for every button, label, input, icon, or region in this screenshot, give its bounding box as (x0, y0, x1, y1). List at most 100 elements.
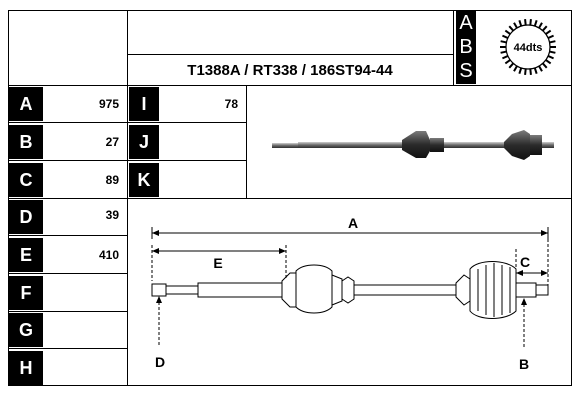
row-label-i: I (129, 87, 159, 121)
tone-ring-tooth (541, 25, 548, 32)
row-label-j-text: J (138, 131, 149, 152)
tone-ring-tooth (500, 50, 507, 54)
dimension-a-label: A (348, 215, 358, 231)
tone-ring-tooth (524, 68, 527, 75)
drive-shaft-outline (151, 261, 549, 319)
row-rule-3 (8, 198, 572, 199)
dimension-c-arrow-left (516, 270, 523, 276)
tone-ring-tooth (500, 40, 507, 44)
teeth-count-label: 44dts (514, 42, 543, 54)
header-divider-abs (453, 10, 454, 85)
photo-inner-boot (402, 131, 430, 158)
row-value-d: 39 (105, 208, 119, 222)
row-rule-4 (8, 235, 128, 236)
tone-ring-tooth (547, 55, 554, 60)
diagram-outer-clamp (455, 274, 471, 306)
header-title-rule (127, 54, 453, 55)
row-label-h: H (9, 351, 43, 385)
tone-ring-tooth (533, 67, 538, 74)
row-value-i: 78 (224, 97, 238, 111)
dimension-d-label: D (155, 354, 165, 370)
tone-ring-tooth (533, 20, 538, 27)
dimension-e-arrow-right (279, 248, 286, 254)
abs-letter-a-text: A (459, 11, 473, 34)
header-divider-left (127, 10, 128, 85)
dimension-d-arrow (156, 296, 162, 303)
photo-outer-boot (504, 130, 530, 160)
row-label-h-text: H (19, 357, 33, 378)
abs-letter-s-text: S (459, 60, 473, 82)
abs-letter-b-text: B (459, 35, 473, 58)
dimension-c-label: C (520, 254, 530, 270)
dimension-a-arrow-right (541, 230, 548, 236)
row-label-d: D (9, 200, 43, 234)
tone-ring-tooth (549, 40, 556, 44)
diagram-inner-boot-tail (331, 274, 343, 306)
tone-ring-teeth (500, 19, 556, 75)
tone-ring-tooth (529, 68, 532, 75)
row-label-j: J (129, 125, 159, 159)
abs-letter-a: A (456, 11, 476, 35)
tone-ring-tooth (538, 65, 543, 72)
row-label-c-text: C (19, 169, 33, 190)
row-rule-2 (8, 160, 246, 161)
dimension-a-arrow-left (152, 230, 159, 236)
tone-ring-tooth (545, 59, 552, 65)
photo-shaft-left (298, 142, 402, 148)
part-numbers-title: T1388A / RT338 / 186ST94-44 (187, 62, 393, 79)
tone-ring-body (505, 24, 551, 70)
row-label-b: B (9, 125, 43, 159)
row-label-e-text: E (19, 244, 32, 265)
dimension-b-label: B (519, 356, 529, 372)
tone-ring-tooth (524, 19, 527, 26)
tone-ring-tooth (529, 19, 532, 26)
diagram-inner-collar (281, 272, 297, 308)
tone-ring-tooth (513, 22, 518, 29)
tone-ring-tooth (502, 55, 509, 60)
tone-ring-tooth (508, 25, 515, 32)
drive-shaft-photo (272, 130, 554, 160)
diagram-outer-boot (469, 261, 517, 319)
row-label-k-text: K (137, 169, 151, 190)
row-label-f: F (9, 276, 43, 310)
row-value-a: 975 (98, 97, 119, 111)
row-rule-6 (8, 311, 128, 312)
diagram-shaft-left (197, 282, 283, 298)
tone-ring-tooth (547, 34, 554, 39)
row-value-e: 410 (98, 248, 119, 262)
diagram-inner-stub (151, 283, 167, 297)
photo-outer-stub (542, 142, 554, 148)
row-label-d-text: D (19, 206, 33, 227)
diagram-shaft-right (353, 284, 457, 296)
abs-tone-ring-icon: 44dts (500, 19, 556, 75)
row-label-k: K (129, 163, 159, 197)
header-bottom-rule (8, 85, 572, 86)
tone-ring-tooth (513, 65, 518, 72)
row-rule-7 (8, 348, 128, 349)
tone-ring-tooth (502, 34, 509, 39)
tone-ring-tooth (518, 20, 523, 27)
row-label-b-text: B (19, 131, 33, 152)
row-label-i-text: I (141, 93, 147, 114)
diagram-outer-thread (535, 284, 549, 296)
row-label-c: C (9, 163, 43, 197)
diagram-outer-boot-ribs (477, 263, 511, 317)
abs-letter-s: S (456, 59, 476, 84)
abs-letter-b: B (456, 35, 476, 59)
tone-ring-tooth (518, 67, 523, 74)
photo-inner-spline (272, 143, 298, 148)
dimension-diagram: A E C D B (151, 215, 549, 372)
tone-ring-tooth (508, 62, 515, 69)
tone-ring-tooth (549, 50, 556, 54)
tone-ring-tooth (504, 59, 511, 65)
row-rule-5 (8, 273, 128, 274)
mid-col-divider (246, 85, 247, 198)
row-value-b: 27 (105, 135, 119, 149)
row-label-f-text: F (20, 282, 32, 303)
dimension-e-label: E (213, 255, 222, 271)
tone-ring-tooth (541, 62, 548, 69)
tone-ring-tooth (504, 29, 511, 35)
photo-inner-joint (430, 138, 444, 152)
row-label-a-text: A (19, 93, 33, 114)
diagram-inner-clamp (341, 276, 355, 304)
